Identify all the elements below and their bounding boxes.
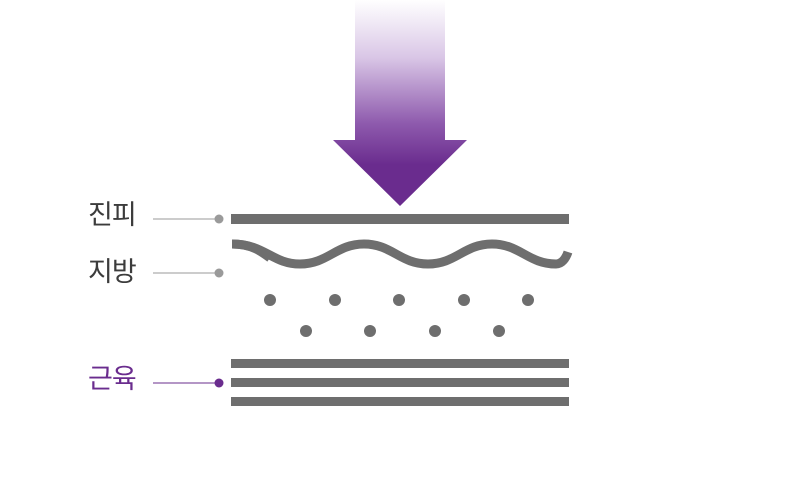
fat-dot	[522, 294, 534, 306]
fat-dot	[300, 325, 312, 337]
muscle-layer-line	[231, 359, 569, 368]
dermis-wave-line-cap	[231, 239, 273, 262]
fat-dot	[493, 325, 505, 337]
dermis-wave-line	[231, 239, 573, 269]
muscle-leader-dot	[214, 378, 224, 388]
fat-dot	[393, 294, 405, 306]
fat-leader-dot	[214, 268, 224, 278]
down-arrow-icon	[333, 0, 467, 206]
fat-dot	[364, 325, 376, 337]
dermis-leader-dot	[214, 214, 224, 224]
fat-label: 지방	[88, 257, 137, 288]
muscle-layer-line	[231, 397, 569, 406]
fat-dot	[264, 294, 276, 306]
fat-dot	[429, 325, 441, 337]
dermis-label: 진피	[88, 200, 137, 231]
fat-dot	[329, 294, 341, 306]
dermis-layer-line	[231, 214, 569, 224]
muscle-layer-line	[231, 378, 569, 387]
fat-dot	[458, 294, 470, 306]
muscle-label: 근육	[88, 364, 137, 395]
